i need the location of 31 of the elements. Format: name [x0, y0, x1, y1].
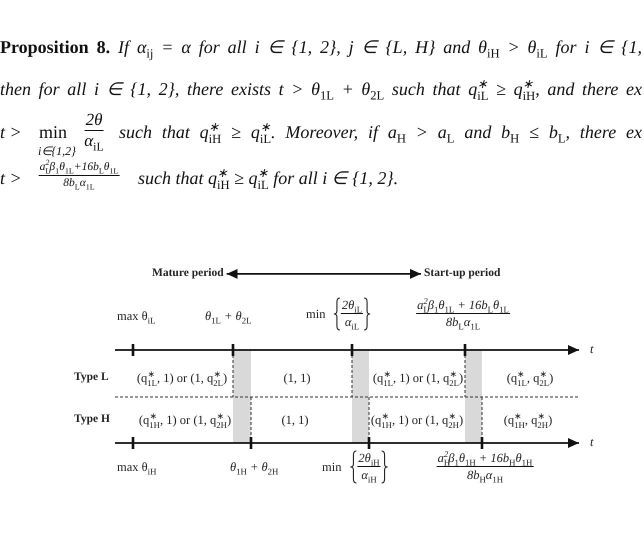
- threshold-label: max θ$_{iH}$: [117, 460, 156, 475]
- axis-label: t: [590, 435, 594, 450]
- fraction-numerator: 2θ: [84, 110, 104, 132]
- proposition-text: such that q$^{∗}$$_{iH}$ ≥ q$^{∗}$$_{iL}$. Moreover, if a$_{H}$ > a$_{L}$ and b$_{H}$ ≤ b$_{L}$, there ex: [119, 122, 642, 144]
- inequality-text: t >: [0, 122, 22, 144]
- min-operator: min: [322, 460, 342, 475]
- double-arrow: [226, 268, 421, 279]
- fraction-denominator: 8b$_{L}$α$_{1L}$: [63, 177, 95, 191]
- proposition-text: Proposition 8. If α$_{ij}$ = α for all i ∈ {1, 2}, j ∈ {L, H} and θ$_{iH}$ > θ$_{iL}$ for i ∈ {1,: [0, 37, 642, 59]
- fraction-denominator: 8b$_{H}$α$_{1H}$: [466, 468, 504, 483]
- row-label: Type H: [74, 413, 110, 427]
- fraction-numerator: a$_{L}$$^{2}$β$_{1}$θ$_{1L}$ + 16b$_{L}$θ$_{1L}$: [416, 298, 510, 314]
- min-operator: min: [39, 122, 68, 144]
- fraction-denominator: α$_{iL}$: [344, 315, 360, 330]
- proposition-text: such that q$^{∗}$$_{iH}$ ≥ q$^{∗}$$_{iL}$ for all i ∈ {1, 2}.: [138, 168, 398, 190]
- min-subscript: i∈{1,2}: [38, 144, 76, 158]
- row-label: Type L: [74, 371, 109, 385]
- inequality-text: t >: [0, 168, 22, 190]
- threshold-label: max θ$_{iL}$: [117, 309, 156, 324]
- period-label: Mature period: [149, 267, 227, 281]
- threshold-label: θ$_{1H}$ + θ$_{2H}$: [230, 460, 278, 475]
- threshold-label: θ$_{1L}$ + θ$_{2L}$: [205, 309, 252, 324]
- fraction-numerator: 2θ$_{iH}$: [357, 451, 381, 467]
- period-label: Start-up period: [421, 267, 504, 281]
- axis-label: t: [590, 342, 594, 357]
- fraction-denominator: α$_{iL}$: [84, 131, 104, 152]
- fraction-denominator: α$_{iH}$: [361, 468, 377, 483]
- fraction-denominator: 8b$_{L}$α$_{1L}$: [446, 315, 480, 330]
- min-operator: min: [306, 307, 326, 322]
- fraction-numerator: 2θ$_{iL}$: [340, 298, 364, 314]
- proposition-text: then for all i ∈ {1, 2}, there exists t > θ$_{1L}$ + θ$_{2L}$ such that q$^{∗}$$_{iL}$ ≥ q$^{∗}$$_{iH}$, and there ex: [0, 79, 642, 101]
